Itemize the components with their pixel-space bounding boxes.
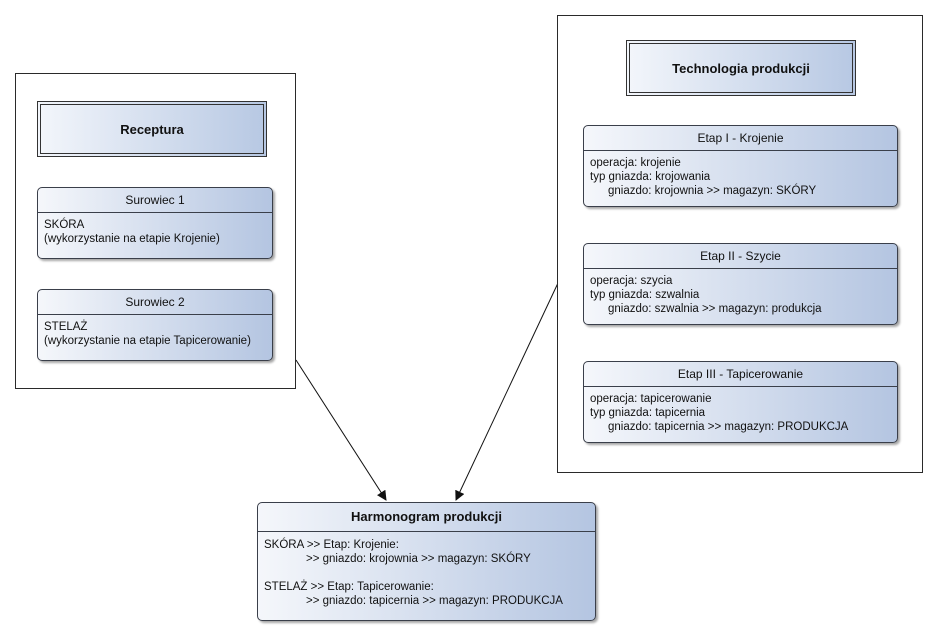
technologia-title-text: Technologia produkcji <box>672 60 810 76</box>
etap-3-header: Etap III - Tapicerowanie <box>584 362 897 387</box>
receptura-title-text: Receptura <box>120 121 184 137</box>
etap-3-card: Etap III - Tapicerowanie operacja: tapic… <box>583 361 898 443</box>
surowiec-2-usage: (wykorzystanie na etapie Tapicerowanie) <box>44 335 251 347</box>
technologia-title: Technologia produkcji <box>626 40 856 96</box>
etap-3-gniazdo: gniazdo: tapicernia >> magazyn: PRODUKCJ… <box>608 421 849 433</box>
harmonogram-entry-2-line-2: >> gniazdo: tapicernia >> magazyn: PRODU… <box>306 595 563 607</box>
receptura-title: Receptura <box>37 101 267 157</box>
etap-2-typ-gniazda: typ gniazda: szwalnia <box>590 289 700 301</box>
harmonogram-entry-2-line-1: STELAŻ >> Etap: Tapicerowanie: <box>264 581 434 593</box>
etap-1-typ-gniazda: typ gniazda: krojowania <box>590 171 711 183</box>
harmonogram-header: Harmonogram produkcji <box>258 503 595 532</box>
etap-1-gniazdo: gniazdo: krojownia >> magazyn: SKÓRY <box>608 185 817 197</box>
harmonogram-card: Harmonogram produkcji SKÓRA >> Etap: Kro… <box>257 502 596 621</box>
etap-1-card: Etap I - Krojenie operacja: krojenie typ… <box>583 125 898 207</box>
arrow-receptura-to-harmonogram <box>295 359 387 501</box>
arrow-technologia-to-harmonogram <box>455 282 559 501</box>
etap-3-operacja: operacja: tapicerowanie <box>590 393 712 405</box>
surowiec-1-header: Surowiec 1 <box>38 188 272 213</box>
etap-2-gniazdo: gniazdo: szwalnia >> magazyn: produkcja <box>608 303 822 315</box>
etap-2-operacja: operacja: szycia <box>590 275 673 287</box>
surowiec-2-header: Surowiec 2 <box>38 290 272 315</box>
etap-2-card: Etap II - Szycie operacja: szycia typ gn… <box>583 243 898 325</box>
surowiec-2-name: STELAŻ <box>44 321 88 333</box>
surowiec-1-name: SKÓRA <box>44 219 85 231</box>
etap-2-header: Etap II - Szycie <box>584 244 897 269</box>
harmonogram-entry-1-line-1: SKÓRA >> Etap: Krojenie: <box>264 539 399 551</box>
harmonogram-entry-1-line-2: >> gniazdo: krojownia >> magazyn: SKÓRY <box>306 553 531 565</box>
etap-1-operacja: operacja: krojenie <box>590 157 681 169</box>
surowiec-2-card: Surowiec 2 STELAŻ (wykorzystanie na etap… <box>37 289 273 361</box>
etap-3-typ-gniazda: typ gniazda: tapicernia <box>590 407 706 419</box>
surowiec-1-usage: (wykorzystanie na etapie Krojenie) <box>44 233 220 245</box>
etap-1-header: Etap I - Krojenie <box>584 126 897 151</box>
surowiec-1-card: Surowiec 1 SKÓRA (wykorzystanie na etapi… <box>37 187 273 259</box>
